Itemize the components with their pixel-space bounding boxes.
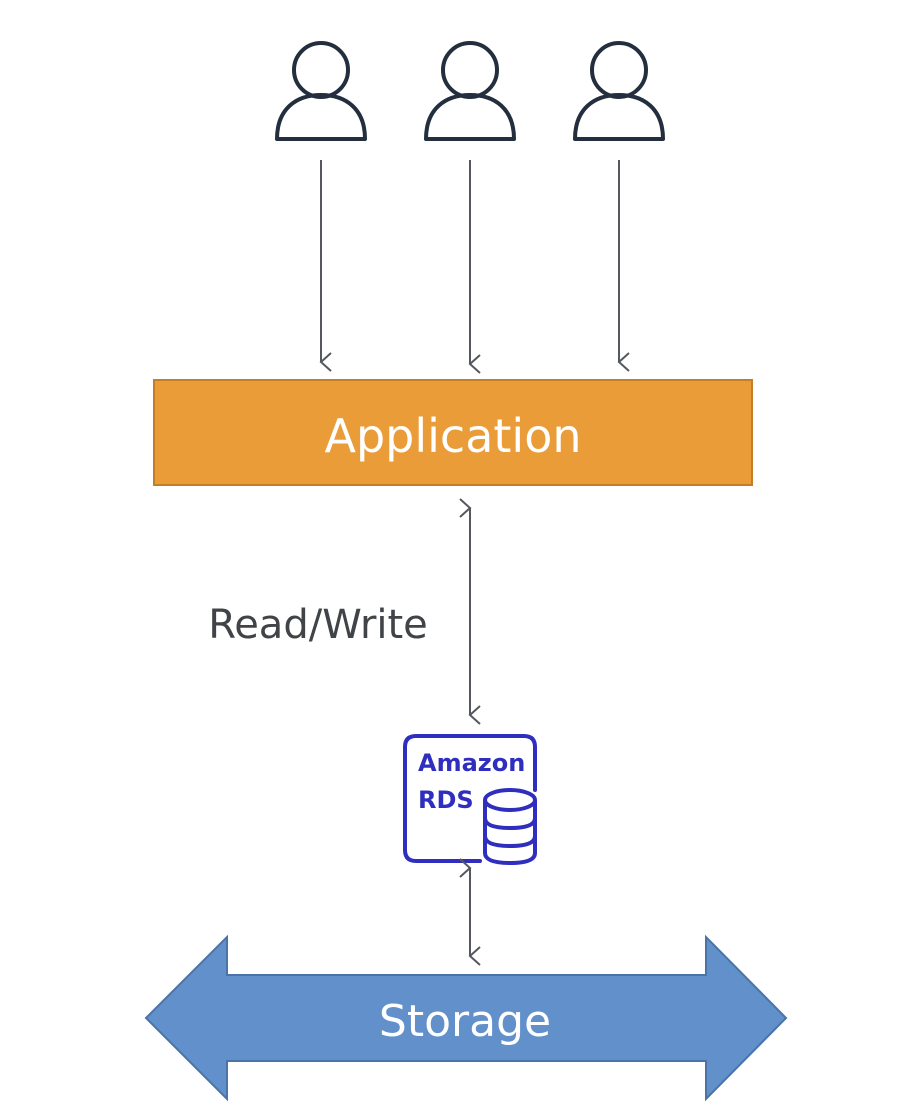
- user-icon: [573, 41, 665, 141]
- rds-line2: RDS: [418, 786, 474, 814]
- database-icon: [483, 788, 537, 866]
- rds-line1: Amazon: [418, 749, 525, 777]
- application-box: [153, 379, 753, 486]
- read-write-label: Read/Write: [208, 602, 428, 648]
- application-label: Application: [324, 409, 581, 463]
- storage-arrow: [144, 934, 788, 1102]
- user-icon: [424, 41, 516, 141]
- storage-label: Storage: [379, 996, 551, 1047]
- amazon-rds-icon: Amazon RDS: [403, 734, 537, 866]
- user-icon: [275, 41, 367, 141]
